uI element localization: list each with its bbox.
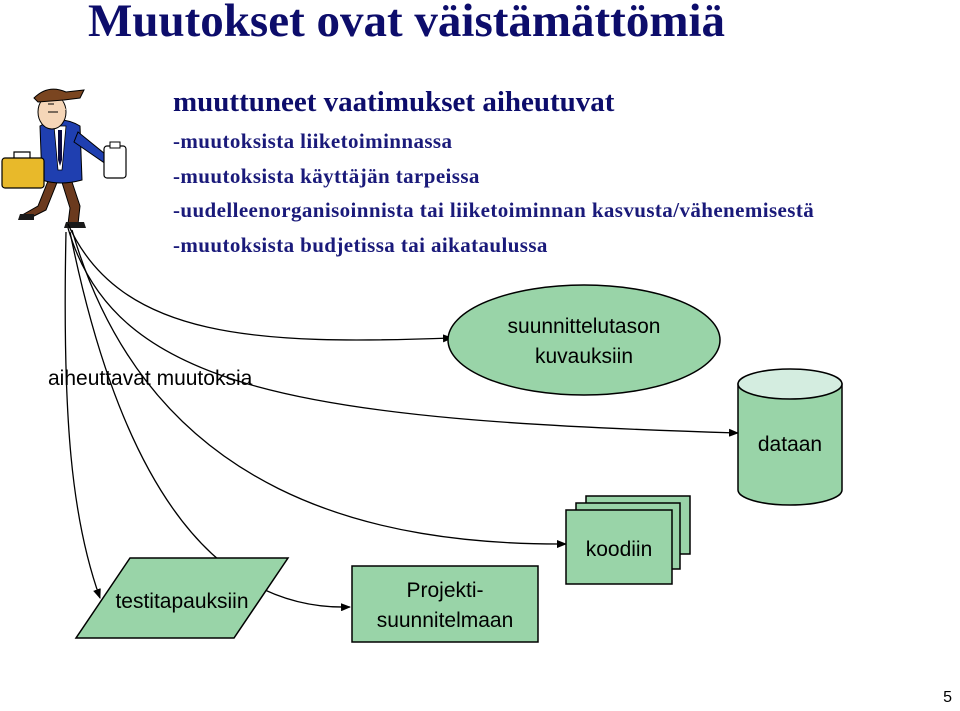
documents-label: koodiin xyxy=(586,538,653,561)
cylinder-label: dataan xyxy=(758,433,822,456)
bullet-list: -muutoksista liiketoiminnassa -muutoksis… xyxy=(173,124,814,262)
parallelogram-node: testitapauksiin xyxy=(74,557,290,639)
ellipse-label-line1: suunnittelutason xyxy=(508,315,661,338)
ellipse-node: suunnittelutason kuvauksiin xyxy=(447,284,721,396)
rect-label-line1: Projekti- xyxy=(406,579,483,602)
page-number: 5 xyxy=(943,689,952,706)
bullet-item: -muutoksista käyttäjän tarpeissa xyxy=(173,163,480,188)
bullet-item: -muutoksista liiketoiminnassa xyxy=(173,129,453,153)
project-plan-node: Projekti- suunnitelmaan xyxy=(351,565,539,643)
source-label: aiheuttavat muutoksia xyxy=(48,367,253,390)
ellipse-label-line2: kuvauksiin xyxy=(535,345,633,368)
documents-node: koodiin xyxy=(565,495,691,585)
slide-title: Muutokset ovat väistämättömiä xyxy=(88,0,726,47)
parallelogram-label: testitapauksiin xyxy=(115,590,248,613)
businessman-clipart-icon xyxy=(1,88,127,228)
bullet-item: -uudelleenorganisoinnista tai liiketoimi… xyxy=(173,198,815,222)
bullet-item: -muutoksista budjetissa tai aikataulussa xyxy=(173,232,548,257)
rect-label-line2: suunnitelmaan xyxy=(377,609,514,632)
database-cylinder-node: dataan xyxy=(737,368,843,506)
slide-subtitle: muuttuneet vaatimukset aiheutuvat xyxy=(173,86,615,118)
